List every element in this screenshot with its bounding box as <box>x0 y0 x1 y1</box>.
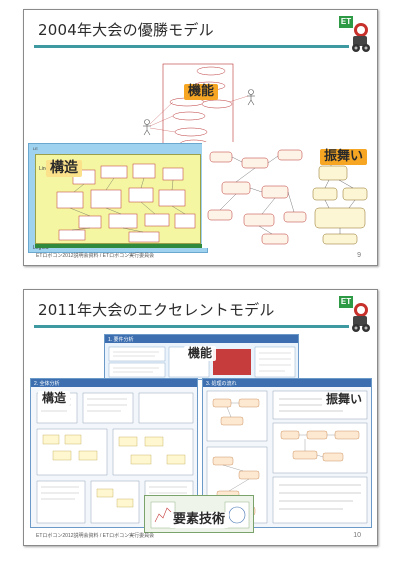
callout-element-tech: 要素技術 <box>169 512 230 529</box>
section-label-behavior: 3. 処理の流れ <box>206 381 237 387</box>
callout-function: 機能 <box>184 346 217 362</box>
robot-logo-icon <box>352 303 370 332</box>
title-underline <box>34 45 349 48</box>
page-number: 9 <box>357 252 361 259</box>
callout-structure: 構造 <box>46 160 82 178</box>
state-machine-diagram <box>202 142 314 248</box>
callout-function: 機能 <box>184 84 219 101</box>
slide-title: 2011年大会のエクセレントモデル <box>38 301 275 319</box>
logo-et-badge: ET <box>339 296 353 308</box>
section-header-bar <box>105 335 298 343</box>
class-diagram-panel: LE Line LegOS <box>28 143 208 253</box>
callout-behavior: 振舞い <box>322 392 367 408</box>
label-env: LE <box>33 146 38 151</box>
section-header-bar <box>203 379 371 387</box>
slide-2011-model: 2011年大会のエクセレントモデル ET 1. 要件分析 <box>23 289 378 546</box>
class-boxes <box>35 163 203 248</box>
section-header-bar <box>31 379 197 387</box>
et-robocon-logo: ET <box>339 16 373 54</box>
footer-text: ETロボコン2012説明会資料 / ETロボコン実行委員会 <box>36 533 155 539</box>
callout-behavior: 振舞い <box>320 149 368 166</box>
structure-panel: 2. 全体分析 <box>30 378 198 528</box>
slide-title: 2004年大会の優勝モデル <box>38 21 214 39</box>
page-number: 10 <box>353 532 361 539</box>
slide-2004-model: 2004年大会の優勝モデル ET <box>23 9 378 266</box>
et-robocon-logo: ET <box>339 296 373 334</box>
structure-content <box>36 392 194 524</box>
section-label-requirements: 1. 要件分析 <box>108 337 134 343</box>
robot-logo-icon <box>352 23 370 52</box>
activity-diagram <box>309 152 373 248</box>
callout-structure: 構造 <box>38 391 71 407</box>
requirements-content <box>108 346 296 378</box>
use-case-diagram <box>139 58 264 153</box>
footer-text: ETロボコン2012説明会資料 / ETロボコン実行委員会 <box>36 253 155 259</box>
label-line: Line <box>39 166 49 172</box>
title-underline <box>34 325 349 328</box>
section-label-design: 2. 全体分析 <box>34 381 60 387</box>
logo-et-badge: ET <box>339 16 353 28</box>
